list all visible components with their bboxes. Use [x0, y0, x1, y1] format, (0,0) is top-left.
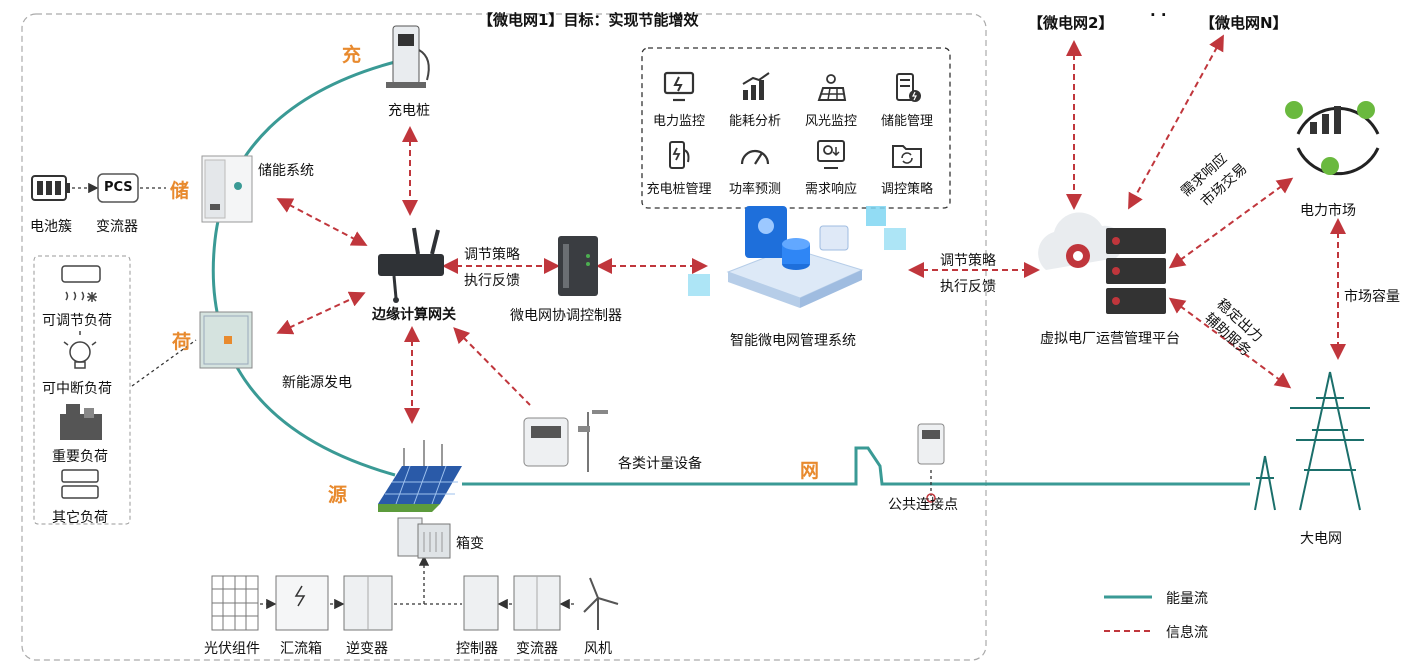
inverter-label: 逆变器	[346, 641, 388, 657]
charger-icon	[386, 25, 430, 88]
combiner-box-icon	[275, 575, 329, 631]
monitor-icon	[663, 71, 695, 102]
controller-label: 控制器	[456, 641, 498, 657]
pcc-label: 公共连接点	[888, 497, 958, 513]
load-other: 其它负荷	[52, 510, 108, 526]
load-adjustable: 可调节负荷	[42, 313, 112, 329]
load-interruptible: 可中断负荷	[42, 381, 112, 397]
ellipsis-dots: · ·	[1150, 6, 1167, 24]
storage-icon	[896, 73, 921, 102]
coord-controller-label: 微电网协调控制器	[510, 308, 622, 324]
vpp-label: 虚拟电厂运营管理平台	[1040, 331, 1180, 347]
legend-energy-label: 能量流	[1166, 591, 1208, 607]
strategy-label-1: 调节策略	[464, 247, 520, 263]
big-grid-label: 大电网	[1300, 531, 1342, 547]
fn-charger-management[interactable]: 充电桩管理	[644, 138, 714, 197]
market-capacity-label: 市场容量	[1344, 289, 1400, 305]
label-wang: 网	[800, 460, 820, 482]
fn-label: 电力监控	[652, 114, 705, 129]
charger-label: 充电桩	[388, 103, 430, 119]
loads-box	[33, 255, 131, 525]
fn-label: 充电桩管理	[646, 182, 712, 197]
interruptible-load-icon	[63, 331, 97, 369]
page-title: 【微电网1】目标：实现节能增效	[478, 11, 699, 29]
microgrid-2-label[interactable]: 【微电网2】	[1028, 14, 1114, 32]
box-transformer-icon	[397, 517, 451, 559]
power-market-label: 电力市场	[1300, 203, 1356, 219]
storage-cabinet-icon	[201, 155, 253, 223]
critical-load-icon	[60, 404, 102, 440]
transmission-tower-icon	[1254, 371, 1370, 511]
fn-label: 储能管理	[880, 114, 933, 129]
mgmt-system-label: 智能微电网管理系统	[730, 333, 856, 349]
converter-label: 变流器	[516, 641, 558, 657]
label-chu: 储	[170, 180, 190, 202]
pcs-icon	[97, 173, 139, 203]
battery-icon	[31, 175, 70, 201]
label-yuan: 源	[328, 484, 348, 506]
solar-panel-icon	[817, 74, 847, 101]
meter-icon	[523, 410, 608, 472]
demand-response-icon	[817, 140, 845, 169]
converter-icon	[513, 575, 561, 631]
fn-label: 需求响应	[804, 182, 857, 197]
fn-label: 调控策略	[880, 182, 933, 197]
combiner-label: 汇流箱	[280, 641, 322, 657]
edge-gateway-icon	[378, 227, 444, 303]
gauge-icon	[740, 149, 770, 165]
renewables-icon	[378, 440, 462, 512]
mgmt-platform-icon	[688, 206, 906, 308]
energy-arc	[211, 60, 396, 477]
fn-power-monitor[interactable]: 电力监控	[644, 70, 714, 129]
metering-label: 各类计量设备	[618, 456, 702, 472]
energy-bus	[462, 446, 1250, 486]
fn-label: 功率预测	[728, 182, 781, 197]
wind-label: 风机	[584, 641, 612, 657]
vpp-server-icon	[1038, 212, 1166, 314]
coord-controller-icon	[558, 236, 598, 296]
power-market-icon	[1285, 101, 1380, 176]
microgrid-n-label[interactable]: 【微电网N】	[1200, 14, 1288, 32]
load-cabinet-icon	[199, 311, 253, 369]
fn-demand-response[interactable]: 需求响应	[796, 138, 866, 197]
wind-turbine-icon	[583, 577, 619, 630]
feedback-label-1: 执行反馈	[464, 273, 520, 289]
battery-label: 电池簇	[30, 219, 72, 235]
pcs-label: 变流器	[96, 219, 138, 235]
controller-icon	[463, 575, 499, 631]
label-chong: 充	[342, 44, 362, 66]
storage-label: 储能系统	[258, 163, 314, 179]
fn-wind-solar-monitor[interactable]: 风光监控	[796, 70, 866, 129]
charger-small-icon	[669, 141, 690, 169]
load-critical: 重要负荷	[52, 449, 108, 465]
adjustable-load-icon	[61, 265, 101, 302]
fn-power-forecast[interactable]: 功率预测	[720, 138, 790, 197]
folder-refresh-icon	[892, 145, 922, 168]
fn-storage-management[interactable]: 储能管理	[872, 70, 942, 129]
pcc-meter-icon	[917, 423, 945, 465]
feedback-label-2: 执行反馈	[940, 279, 996, 295]
fn-label: 能耗分析	[728, 114, 781, 129]
legend-info-label: 信息流	[1166, 625, 1208, 641]
other-load-icon	[61, 469, 99, 499]
box-transformer-label: 箱变	[456, 536, 484, 552]
label-he: 荷	[172, 331, 192, 353]
pv-module-icon	[211, 575, 259, 631]
microgrid-boundary	[21, 13, 987, 661]
pcs-text: PCS	[104, 180, 133, 195]
inverter-icon	[343, 575, 393, 631]
strategy-label-2: 调节策略	[940, 253, 996, 269]
info-flows	[276, 34, 1346, 424]
device-connectors	[72, 182, 932, 610]
fn-label: 风光监控	[804, 114, 857, 129]
bar-chart-icon	[742, 72, 770, 100]
fn-energy-analysis[interactable]: 能耗分析	[720, 70, 790, 129]
fn-control-strategy[interactable]: 调控策略	[872, 138, 942, 197]
functions-box	[641, 47, 951, 209]
edge-gateway-label: 边缘计算网关	[372, 307, 456, 323]
new-energy-label: 新能源发电	[282, 375, 352, 391]
pv-label: 光伏组件	[204, 641, 260, 657]
